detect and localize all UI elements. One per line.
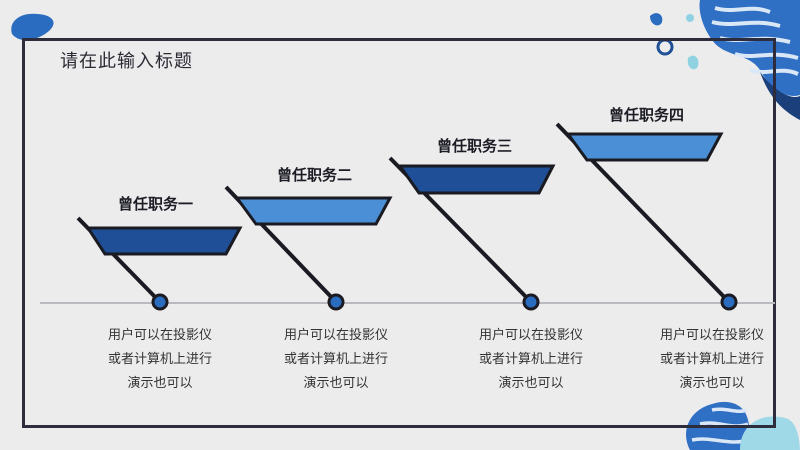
slide-frame (22, 38, 776, 428)
flag-3-description-line-1: 用户可以在投影仪 (478, 328, 583, 343)
flag-2-description-line-1: 用户可以在投影仪 (283, 328, 388, 343)
slide-title: 请在此输入标题 (60, 51, 193, 72)
flag-2-node (327, 293, 345, 311)
flag-1-description-line-1: 用户可以在投影仪 (107, 328, 212, 343)
flag-3 (388, 156, 556, 311)
flag-4-description-line-3: 演示也可以 (679, 376, 745, 391)
flag-3-banner (397, 164, 556, 195)
top-left-blob (11, 13, 54, 41)
flag-1-description: 用户可以在投影仪 或者计算机上进行 演示也可以 (90, 324, 230, 396)
flag-1-node (151, 293, 169, 311)
timeline-line (40, 302, 775, 304)
flag-4-label: 曾任职务四 (609, 106, 685, 124)
flag-3-description-line-3: 演示也可以 (498, 376, 564, 391)
flag-1-description-line-2: 或者计算机上进行 (107, 352, 212, 367)
flag-4-description-line-1: 用户可以在投影仪 (659, 328, 764, 343)
flag-4-description: 用户可以在投影仪 或者计算机上进行 演示也可以 (642, 324, 782, 396)
flag-3-description-line-2: 或者计算机上进行 (478, 352, 583, 367)
flag-4 (555, 122, 738, 311)
flag-2-description: 用户可以在投影仪 或者计算机上进行 演示也可以 (266, 324, 406, 396)
top-right-teal-dot (686, 14, 694, 22)
flag-4-banner (565, 132, 724, 162)
flag-3-label: 曾任职务三 (437, 137, 513, 155)
flag-1-description-line-3: 演示也可以 (127, 376, 193, 391)
top-right-teal-drop (687, 55, 699, 70)
top-right-small-blob (650, 13, 663, 26)
flag-4-node (720, 293, 738, 311)
flag-1-banner (85, 226, 243, 256)
flag-2-banner (234, 196, 393, 226)
flag-2-label: 曾任职务二 (277, 166, 353, 184)
flag-1 (76, 216, 243, 311)
flag-1-label: 曾任职务一 (118, 195, 194, 213)
flag-3-node (522, 293, 540, 311)
flag-3-description: 用户可以在投影仪 或者计算机上进行 演示也可以 (461, 324, 601, 396)
flag-2-description-line-3: 演示也可以 (303, 376, 369, 391)
flag-4-description-line-2: 或者计算机上进行 (659, 352, 764, 367)
flag-2-description-line-2: 或者计算机上进行 (283, 352, 388, 367)
flag-2 (224, 185, 393, 311)
